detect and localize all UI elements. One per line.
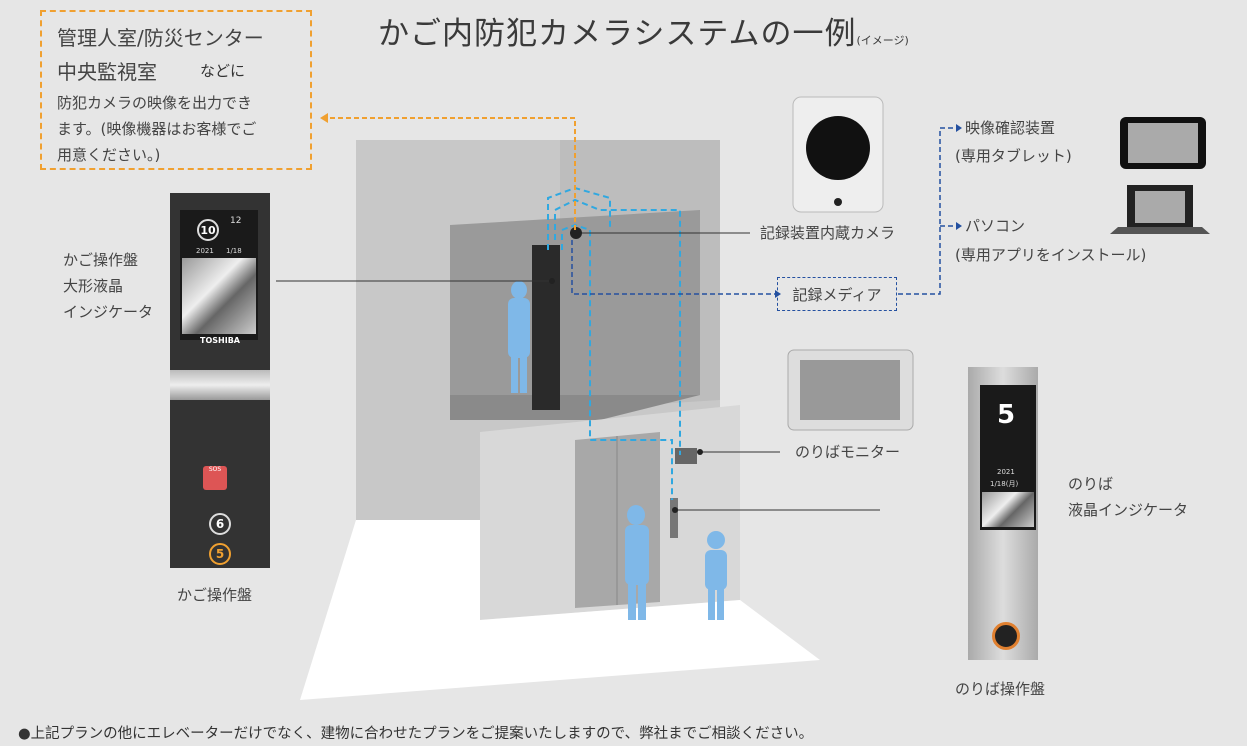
- arrow-pc: [956, 222, 962, 230]
- mgmt-line2b: などに: [200, 62, 246, 80]
- label-tablet-1: 映像確認装置: [965, 119, 1056, 137]
- sos-button[interactable]: SOS: [203, 466, 227, 490]
- passengers: [508, 281, 727, 620]
- mgmt-desc2: ます。(映像機器はお客様でご: [57, 120, 257, 138]
- hall-monitor-small: [675, 448, 697, 464]
- title-note: (イメージ): [856, 34, 909, 47]
- mgmt-desc1: 防犯カメラの映像を出力でき: [57, 94, 253, 112]
- mgmt-line1: 管理人室/防災センター: [57, 26, 264, 50]
- hall-date: 2021: [997, 468, 1015, 476]
- recording-media-box: 記録メディア: [777, 277, 897, 311]
- orange-wiring: [328, 117, 576, 230]
- label-hall-monitor: のりばモニター: [795, 443, 901, 461]
- label-hall-lcd-1: のりば: [1068, 475, 1114, 493]
- title-text: かご内防犯カメラシステムの一例: [378, 16, 857, 52]
- car-date2: 1/18: [226, 247, 242, 255]
- label-hall-panel: のりば操作盤: [955, 680, 1046, 698]
- label-tablet-2: (専用タブレット): [955, 147, 1072, 165]
- monitor-screen: [800, 360, 900, 420]
- arrow-media: [775, 290, 781, 298]
- blue-wiring: [571, 127, 956, 295]
- label-car-lcd-1: かご操作盤: [63, 251, 139, 269]
- label-pc-2: (専用アプリをインストール): [955, 246, 1147, 264]
- label-camera: 記録装置内蔵カメラ: [760, 224, 896, 242]
- hall-indicator-small: [670, 498, 678, 538]
- car-panel-metal: [170, 370, 270, 400]
- brand-logo: TOSHIBA: [200, 336, 240, 345]
- floor-button-6[interactable]: 6: [209, 513, 231, 535]
- hall-date2: 1/18(月): [990, 480, 1019, 488]
- mgmt-line2: 中央監視室: [57, 60, 157, 84]
- floor-button-5[interactable]: 5: [209, 543, 231, 565]
- label-pc-1: パソコン: [965, 217, 1026, 235]
- camera-lens: [806, 116, 870, 180]
- hall-lcd-video: [982, 492, 1034, 527]
- car-floor-number: 10: [197, 219, 219, 241]
- label-car-lcd-2: 大形液晶: [63, 277, 124, 295]
- label-car-lcd-3: インジケータ: [63, 303, 154, 321]
- arrow-tablet: [956, 124, 962, 132]
- hall-floor-number: 5: [997, 400, 1016, 430]
- label-hall-lcd-2: 液晶インジケータ: [1068, 501, 1189, 519]
- floor-white: [300, 520, 820, 700]
- car-panel-in-car: [532, 245, 560, 410]
- management-room-box: [40, 10, 312, 170]
- leader-lines: [276, 232, 880, 511]
- camera-dot: [570, 227, 582, 239]
- car-next-floor: 12: [230, 216, 242, 226]
- arrow-mgmt: [320, 113, 328, 123]
- page-title: かご内防犯カメラシステムの一例(イメージ): [378, 8, 909, 53]
- car-lcd-video: [182, 258, 256, 334]
- mgmt-desc3: 用意ください。): [57, 146, 161, 164]
- car-floor: [450, 395, 700, 420]
- hall-call-button[interactable]: [992, 622, 1020, 650]
- footer-note: ●上記プランの他にエレベーターだけでなく、建物に合わせたプランをご提案いたします…: [18, 726, 814, 742]
- car-date: 2021: [196, 247, 214, 255]
- label-car-panel: かご操作盤: [177, 586, 253, 604]
- label-media: 記録メディア: [792, 285, 882, 304]
